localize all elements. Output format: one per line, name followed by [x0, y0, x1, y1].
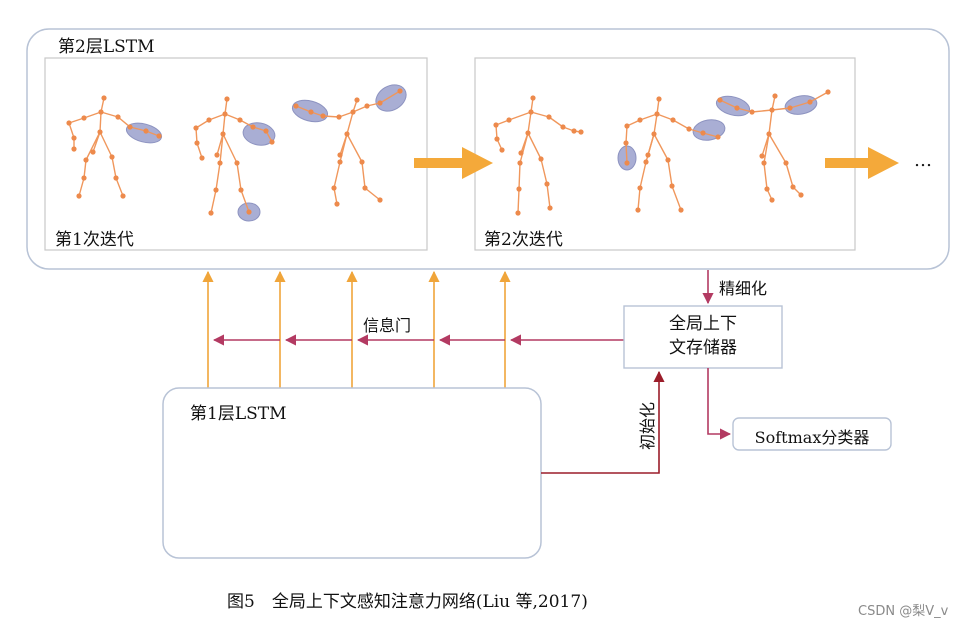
softmax-arrow	[707, 368, 732, 440]
info-gate-label: 信息门	[363, 316, 412, 335]
upward-arrows	[202, 270, 511, 388]
refine-label: 精细化	[719, 279, 768, 298]
iteration-arrow-1	[414, 147, 493, 179]
global-memory-line2: 文存储器	[669, 338, 737, 358]
figure-caption: 图5 全局上下文感知注意力网络(Liu 等,2017)	[227, 592, 588, 612]
initialize-arrow	[541, 370, 665, 474]
global-memory-box	[623, 305, 783, 369]
iteration-arrow-2	[825, 147, 899, 179]
iteration1-box	[44, 57, 428, 251]
softmax-box	[732, 417, 892, 451]
layer2-title: 第2层LSTM	[58, 37, 155, 57]
initialize-label: 初始化	[638, 401, 658, 451]
layer1-title: 第1层LSTM	[190, 404, 287, 424]
iteration1-label: 第1次迭代	[55, 230, 134, 250]
softmax-label: Softmax分类器	[754, 428, 870, 447]
global-memory-label: 全局上下 文存储器	[624, 312, 782, 360]
iteration2-label: 第2次迭代	[484, 230, 563, 250]
global-memory-line1: 全局上下	[669, 314, 737, 334]
csdn-watermark: CSDN @梨V_v	[858, 604, 949, 619]
ellipsis-label: …	[914, 150, 932, 171]
